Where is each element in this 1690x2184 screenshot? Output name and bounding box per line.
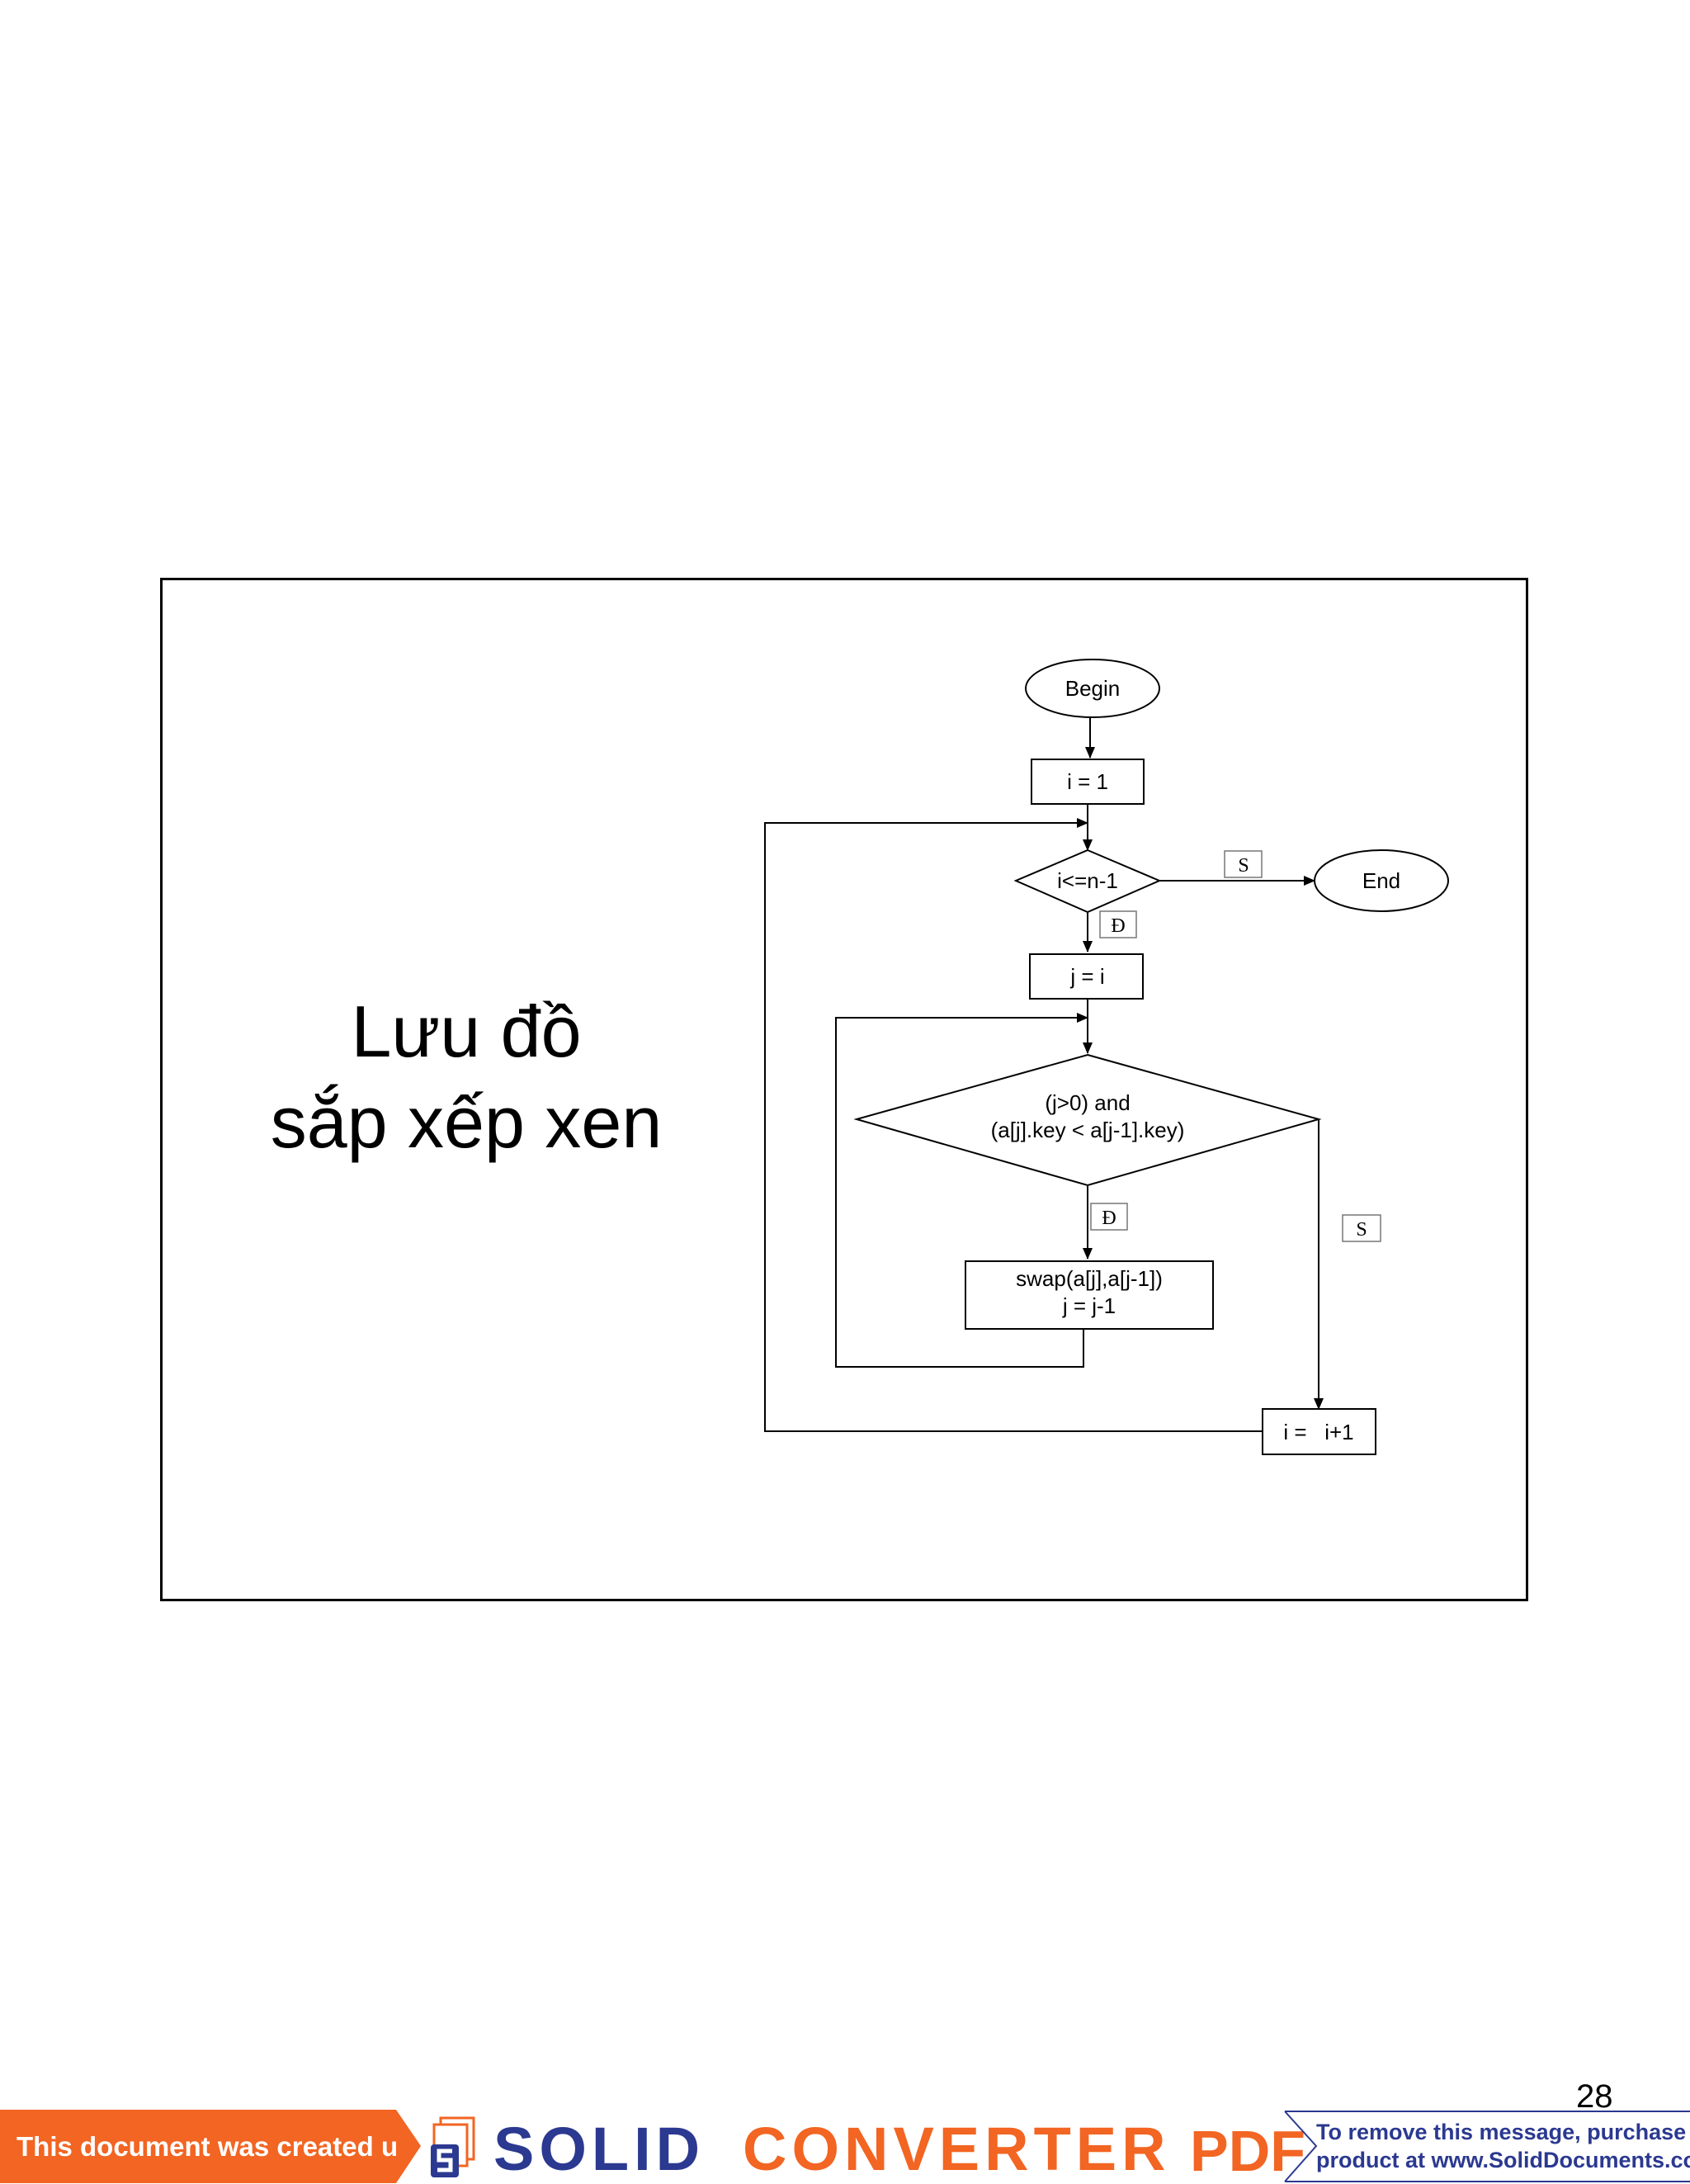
end-label: End — [1362, 868, 1400, 893]
brand-solid: SOLID — [493, 2115, 706, 2183]
inner-true-box — [1090, 1203, 1128, 1231]
inner-false-box — [1342, 1214, 1381, 1242]
brand-pdf: PDF — [1190, 2119, 1305, 2183]
inner-true-label: Đ — [1102, 1208, 1116, 1229]
purchase-notice[interactable]: To remove this message, purchase the pro… — [1283, 2110, 1690, 2183]
page-number: 28 — [1576, 2078, 1613, 2115]
swap-label-1: swap(a[j],a[j-1]) — [1016, 1266, 1163, 1291]
swap-node — [965, 1260, 1214, 1330]
slide-title-line-1: Lưu đồ — [351, 990, 582, 1072]
solid-converter-banner[interactable]: This document was created using SOLID CO… — [0, 2110, 1690, 2183]
brand-converter: CONVERTER — [743, 2115, 1171, 2183]
inner-condition-node — [853, 1053, 1322, 1187]
notice-line-2[interactable]: product at www.SolidDocuments.com — [1316, 2148, 1690, 2172]
swap-label-2: j = j-1 — [1062, 1293, 1116, 1318]
slide-frame — [160, 578, 1528, 1601]
inner-condition-label-2: (a[j].key < a[j-1].key) — [991, 1118, 1185, 1142]
slide-title-line-2: sắp xếp xen — [270, 1081, 663, 1163]
banner-arrow-icon — [396, 2110, 421, 2183]
init-j-label: j = i — [1069, 964, 1104, 989]
inner-condition-label-1: (j>0) and — [1045, 1090, 1130, 1115]
notice-line-1: To remove this message, purchase the — [1316, 2120, 1690, 2144]
begin-label: Begin — [1065, 676, 1121, 701]
notice-chevron-icon — [1284, 2111, 1690, 2182]
end-node — [1314, 849, 1449, 912]
outer-condition-node — [1013, 849, 1162, 914]
edge-inner-loopback — [835, 1013, 1088, 1368]
slide-title: Lưu đồ sắp xếp xen — [239, 986, 693, 1168]
outer-true-label: Đ — [1111, 915, 1125, 937]
init-i-node — [1031, 759, 1145, 805]
outer-true-box — [1099, 910, 1137, 938]
init-j-node — [1029, 953, 1144, 1000]
outer-false-box — [1224, 850, 1263, 878]
begin-node — [1025, 659, 1160, 718]
outer-false-label: S — [1238, 855, 1249, 877]
inner-false-label: S — [1356, 1219, 1367, 1241]
solid-documents-logo-icon — [431, 2116, 475, 2177]
outer-condition-label: i<=n-1 — [1057, 868, 1118, 893]
increment-i-node — [1262, 1408, 1376, 1455]
notice-text: To remove this message, purchase the pro… — [1316, 2118, 1690, 2174]
edge-outer-loopback — [764, 818, 1263, 1432]
increment-i-label: i = i+1 — [1283, 1420, 1353, 1444]
created-using-text: This document was created using — [0, 2110, 454, 2183]
init-i-label: i = 1 — [1067, 769, 1108, 794]
